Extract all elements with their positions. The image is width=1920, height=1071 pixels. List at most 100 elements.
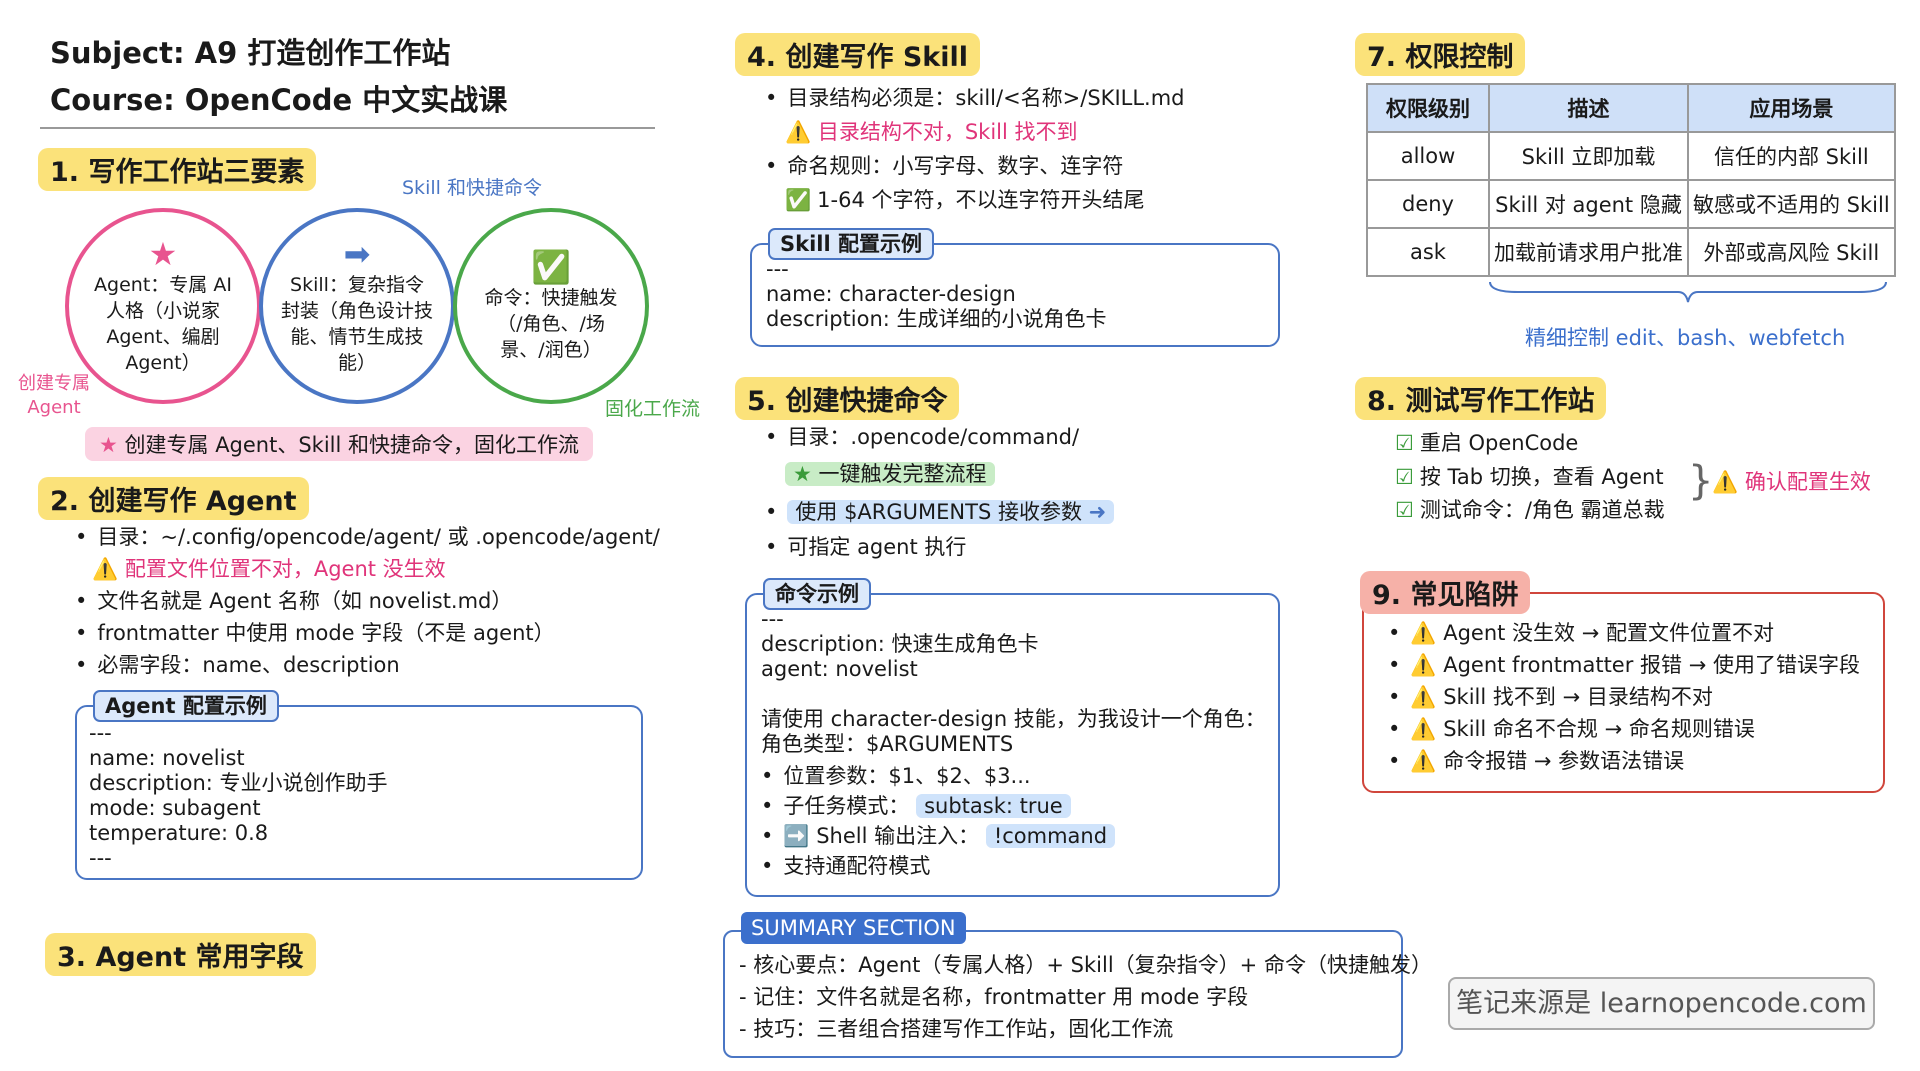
- checkbox-icon: ☑: [1395, 431, 1414, 455]
- section-9-title: 9. 常见陷阱: [1360, 571, 1531, 614]
- cell: Skill 立即加载: [1488, 131, 1689, 181]
- agent-config-box: Agent 配置示例--- name: novelist description…: [75, 690, 643, 880]
- cell: deny: [1366, 179, 1490, 229]
- box-label: Agent 配置示例: [93, 690, 279, 722]
- brace-icon: }: [1688, 458, 1714, 504]
- warning-item: ⚠️ 目录结构不对，Skill 找不到: [785, 120, 1078, 144]
- warning-icon: ⚠️: [785, 120, 818, 144]
- star-icon: ★: [793, 462, 819, 486]
- arrow-right-icon: ➡️: [783, 824, 817, 848]
- skill-circle: ➡Skill：复杂指令封装（角色设计技能、情节生成技能）: [259, 208, 455, 404]
- check-item: ✅1-64 个字符，不以连字符开头结尾: [785, 188, 1145, 212]
- warning-icon: ⚠️: [1410, 717, 1444, 741]
- command-example-box: 命令示例 --- description: 快速生成角色卡 agent: nov…: [745, 578, 1280, 897]
- warning-icon: ⚠️: [1410, 749, 1444, 773]
- flow-note: 固化工作流: [605, 398, 701, 420]
- arrow-right-icon: ➜: [1081, 500, 1107, 524]
- list-item: 文件名就是 Agent 名称（如 novelist.md）: [75, 586, 512, 616]
- check-icon: ✅: [785, 188, 812, 212]
- summary-item: - 记住：文件名就是名称，frontmatter 用 mode 字段: [739, 985, 1249, 1009]
- skill-config-box: Skill 配置示例--- name: character-design des…: [750, 228, 1280, 347]
- column-header: 应用场景: [1687, 83, 1896, 133]
- list-item: 使用 $ARGUMENTS 接收参数 ➜: [765, 497, 1115, 527]
- summary-item: - 核心要点：Agent（专属人格）+ Skill（复杂指令）+ 命令（快捷触发…: [739, 953, 1432, 977]
- list-item: 目录：~/.config/opencode/agent/ 或 .opencode…: [75, 522, 659, 552]
- cell: 敏感或不适用的 Skill: [1687, 179, 1896, 229]
- warning-icon: ⚠️: [92, 557, 125, 581]
- course-title: Course: OpenCode 中文实战课: [50, 83, 508, 117]
- cell: 信任的内部 Skill: [1687, 131, 1896, 181]
- section-4-title: 4. 创建写作 Skill: [735, 33, 981, 76]
- skill-note: Skill 和快捷命令: [402, 177, 542, 199]
- agent-note: 创建专属 Agent: [18, 373, 90, 418]
- pitfall-item: ⚠️ Agent 没生效 → 配置文件位置不对: [1388, 618, 1774, 648]
- summary-label: SUMMARY SECTION: [741, 912, 966, 944]
- summary-banner: ★ 创建专属 Agent、Skill 和快捷命令，固化工作流: [85, 427, 594, 461]
- section-8-title: 8. 测试写作工作站: [1355, 377, 1607, 420]
- star-icon: ★: [99, 433, 125, 457]
- cell: allow: [1366, 131, 1490, 181]
- checkbox-icon: ☑: [1395, 465, 1414, 489]
- summary-section: SUMMARY SECTION - 核心要点：Agent（专属人格）+ Skil…: [723, 912, 1432, 1058]
- list-item: 位置参数：$1、$2、$3...: [761, 761, 1030, 791]
- confirm-note: ⚠️ 确认配置生效: [1712, 470, 1871, 494]
- agent-circle: ★Agent：专属 AI 人格（小说家 Agent、编剧 Agent）: [65, 208, 261, 404]
- pitfall-item: ⚠️ Agent frontmatter 报错 → 使用了错误字段: [1388, 650, 1860, 680]
- skill-circle-text: Skill：复杂指令封装（角色设计技能、情节生成技能）: [281, 274, 434, 374]
- command-circle: ✅命令：快捷触发（/角色、/场景、/润色）: [453, 208, 649, 404]
- box-label: 命令示例: [763, 578, 871, 610]
- banner-text: 创建专属 Agent、Skill 和快捷命令，固化工作流: [124, 433, 580, 457]
- pitfall-item: ⚠️ Skill 命名不合规 → 命名规则错误: [1388, 714, 1754, 744]
- section-2-title: 2. 创建写作 Agent: [38, 477, 309, 520]
- checklist-item: ☑测试命令：/角色 霸道总裁: [1395, 498, 1665, 522]
- command-circle-text: 命令：快捷触发（/角色、/场景、/润色）: [484, 287, 618, 361]
- warning-item: ⚠️ 配置文件位置不对，Agent 没生效: [92, 557, 446, 581]
- highlight-item: ★ 一键触发完整流程: [785, 459, 995, 489]
- cell: 加载前请求用户批准: [1488, 227, 1689, 277]
- column-header: 描述: [1488, 83, 1689, 133]
- section-5-title: 5. 创建快捷命令: [735, 377, 960, 420]
- list-item: 命名规则：小写字母、数字、连字符: [765, 151, 1123, 181]
- list-item: 必需字段：name、description: [75, 650, 399, 680]
- warning-icon: ⚠️: [1712, 470, 1745, 494]
- command-code: --- description: 快速生成角色卡 agent: novelist…: [761, 607, 1266, 756]
- permission-note: 精细控制 edit、bash、webfetch: [1525, 326, 1846, 350]
- pitfall-item: ⚠️ 命令报错 → 参数语法错误: [1388, 746, 1684, 776]
- section-3-title: 3. Agent 常用字段: [45, 933, 316, 976]
- agent-circle-text: Agent：专属 AI 人格（小说家 Agent、编剧 Agent）: [94, 274, 232, 374]
- cell: 外部或高风险 Skill: [1687, 227, 1896, 277]
- section-1-title: 1. 写作工作站三要素: [38, 148, 317, 191]
- warning-icon: ⚠️: [1410, 653, 1444, 677]
- section-7-title: 7. 权限控制: [1355, 33, 1526, 76]
- list-item: 目录结构必须是：skill/<名称>/SKILL.md: [765, 83, 1184, 113]
- agent-config-code: --- name: novelist description: 专业小说创作助手…: [89, 721, 388, 870]
- warning-icon: ⚠️: [1410, 685, 1444, 709]
- subject-title: Subject: A9 打造创作工作站: [50, 36, 451, 70]
- checkbox-icon: ☑: [1395, 498, 1414, 522]
- list-item: 可指定 agent 执行: [765, 532, 966, 562]
- cell: Skill 对 agent 隐藏: [1488, 179, 1689, 229]
- check-icon: ✅: [531, 248, 571, 286]
- cell: ask: [1366, 227, 1490, 277]
- divider: [40, 127, 655, 129]
- box-label: Skill 配置示例: [768, 228, 934, 260]
- skill-config-code: --- name: character-design description: …: [766, 257, 1107, 331]
- star-icon: ★: [148, 235, 178, 273]
- pitfalls-box: ⚠️ Agent 没生效 → 配置文件位置不对 ⚠️ Agent frontma…: [1362, 592, 1885, 793]
- source-watermark: 笔记来源是 learnopencode.com: [1448, 977, 1875, 1030]
- list-item: 子任务模式： subtask: true: [761, 791, 1071, 821]
- column-header: 权限级别: [1366, 83, 1490, 133]
- arrow-right-icon: ➡: [343, 235, 371, 273]
- list-item: ➡️ Shell 输出注入： !command: [761, 821, 1116, 851]
- brace-icon: [1489, 281, 1887, 303]
- warning-icon: ⚠️: [1410, 621, 1444, 645]
- list-item: 目录：.opencode/command/: [765, 422, 1079, 452]
- pitfall-item: ⚠️ Skill 找不到 → 目录结构不对: [1388, 682, 1712, 712]
- summary-item: - 技巧：三者组合搭建写作工作站，固化工作流: [739, 1017, 1174, 1041]
- checklist-item: ☑按 Tab 切换，查看 Agent: [1395, 465, 1664, 489]
- list-item: 支持通配符模式: [761, 851, 930, 881]
